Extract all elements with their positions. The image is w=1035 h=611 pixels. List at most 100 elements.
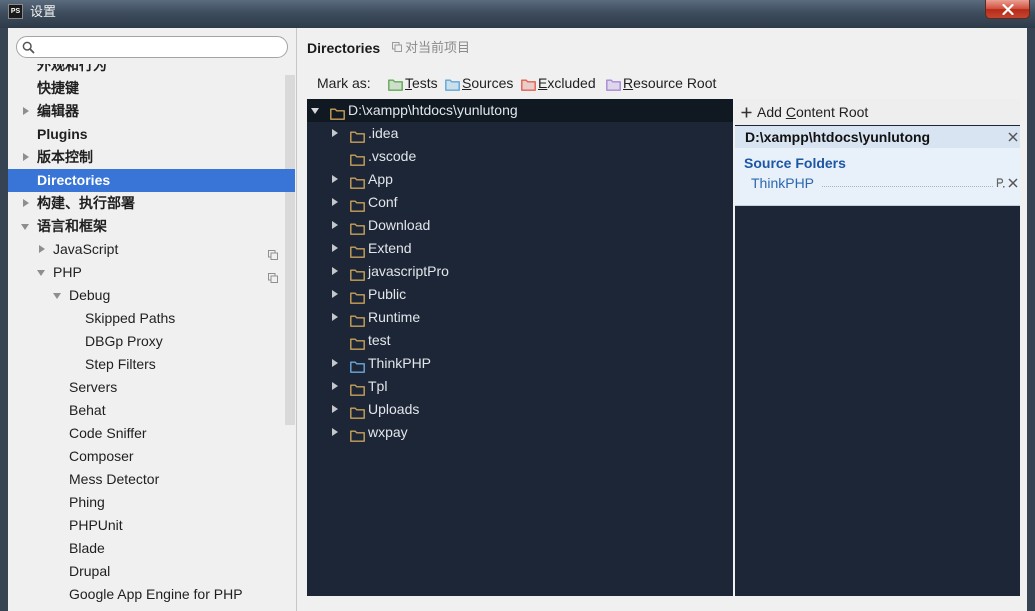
tree-node-label: Conf	[368, 194, 398, 210]
collapsed-arrow-icon[interactable]	[332, 428, 338, 436]
tree-node-thinkphp[interactable]: ThinkPHP	[307, 352, 733, 375]
edit-package-prefix-icon[interactable]	[996, 178, 1005, 188]
tree-node-app[interactable]: App	[307, 168, 733, 191]
collapsed-arrow-icon[interactable]	[332, 382, 338, 390]
sidebar-item-php[interactable]: PHP	[8, 261, 295, 284]
tree-node-tpl[interactable]: Tpl	[307, 375, 733, 398]
sidebar-item-phing[interactable]: Phing	[8, 491, 295, 514]
expanded-arrow-icon[interactable]	[53, 293, 61, 299]
tree-node-runtime[interactable]: Runtime	[307, 306, 733, 329]
sidebar-item-behat[interactable]: Behat	[8, 399, 295, 422]
sidebar-item-label: PHPUnit	[69, 517, 123, 533]
tree-node-extend[interactable]: Extend	[307, 237, 733, 260]
sidebar-item-skipped-paths[interactable]: Skipped Paths	[8, 307, 295, 330]
collapsed-arrow-icon[interactable]	[332, 405, 338, 413]
sidebar-item-blade[interactable]: Blade	[8, 537, 295, 560]
settings-search-box[interactable]	[16, 36, 288, 58]
window-close-button[interactable]	[985, 0, 1030, 19]
search-icon	[22, 41, 35, 54]
collapsed-arrow-icon[interactable]	[332, 313, 338, 321]
sidebar-item-item-4[interactable]: 版本控制	[8, 146, 295, 169]
sources-folder-icon	[445, 77, 460, 95]
remove-content-root-icon[interactable]	[1008, 132, 1018, 142]
page-title: Directories	[307, 40, 381, 56]
folder-icon	[330, 104, 345, 127]
sidebar-item-mess-detector[interactable]: Mess Detector	[8, 468, 295, 491]
collapsed-arrow-icon[interactable]	[332, 221, 338, 229]
source-folder-item[interactable]: ThinkPHP	[735, 174, 1020, 192]
project-scope-icon	[392, 42, 402, 52]
expanded-arrow-icon[interactable]	[311, 108, 319, 114]
folder-icon	[350, 196, 365, 219]
collapsed-arrow-icon[interactable]	[332, 175, 338, 183]
sidebar-item-item-6[interactable]: 构建、执行部署	[8, 192, 295, 215]
collapsed-arrow-icon[interactable]	[23, 199, 29, 207]
source-folder-leader-line	[822, 186, 993, 187]
sidebar-item-item-0[interactable]: 外观和行为	[8, 64, 295, 77]
sidebar-item-plugins[interactable]: Plugins	[8, 123, 295, 146]
tree-node-wxpay[interactable]: wxpay	[307, 421, 733, 444]
content-root-card[interactable]: D:\xampp\htdocs\yunlutong Source Folders…	[735, 126, 1020, 206]
collapsed-arrow-icon[interactable]	[332, 198, 338, 206]
tree-node-public[interactable]: Public	[307, 283, 733, 306]
tree-node-vscode[interactable]: .vscode	[307, 145, 733, 168]
tree-node-test[interactable]: test	[307, 329, 733, 352]
collapsed-arrow-icon[interactable]	[332, 129, 338, 137]
collapsed-arrow-icon[interactable]	[332, 290, 338, 298]
folder-icon	[350, 127, 365, 150]
tree-node-uploads[interactable]: Uploads	[307, 398, 733, 421]
sidebar-item-item-2[interactable]: 编辑器	[8, 100, 295, 123]
tree-node-label: Runtime	[368, 309, 421, 325]
expanded-arrow-icon[interactable]	[37, 270, 45, 276]
remove-source-folder-icon[interactable]	[1008, 178, 1018, 188]
sidebar-item-google-app-engine-for-php[interactable]: Google App Engine for PHP	[8, 583, 295, 606]
source-folder-name: ThinkPHP	[751, 175, 815, 191]
scope-note: 对当前项目	[405, 40, 471, 55]
tests-folder-icon	[388, 77, 403, 95]
sidebar-item-code-sniffer[interactable]: Code Sniffer	[8, 422, 295, 445]
content-root-header[interactable]: D:\xampp\htdocs\yunlutong	[735, 126, 1020, 148]
tree-node-idea[interactable]: .idea	[307, 122, 733, 145]
sidebar-item-dbgp-proxy[interactable]: DBGp Proxy	[8, 330, 295, 353]
collapsed-arrow-icon[interactable]	[332, 267, 338, 275]
expanded-arrow-icon[interactable]	[21, 224, 29, 230]
sidebar-item-composer[interactable]: Composer	[8, 445, 295, 468]
tree-root-node[interactable]: D:\xampp\htdocs\yunlutong	[307, 99, 733, 122]
sidebar-item-directories[interactable]: Directories	[8, 169, 295, 192]
folder-icon	[350, 334, 365, 357]
add-content-root-button[interactable]: Add Content Root	[735, 99, 1020, 125]
collapsed-arrow-icon[interactable]	[23, 153, 29, 161]
collapsed-arrow-icon[interactable]	[23, 107, 29, 115]
tree-node-label: App	[368, 171, 393, 187]
mark-as-excluded-label: Excluded	[538, 75, 596, 91]
tree-node-javascriptpro[interactable]: javascriptPro	[307, 260, 733, 283]
sidebar-item-label: 编辑器	[37, 103, 79, 119]
tree-node-label: Public	[368, 286, 407, 302]
sidebar-item-item-7[interactable]: 语言和框架	[8, 215, 295, 238]
sidebar-item-label: Phing	[69, 494, 105, 510]
folder-icon	[350, 265, 365, 288]
collapsed-arrow-icon[interactable]	[332, 244, 338, 252]
collapsed-arrow-icon[interactable]	[332, 359, 338, 367]
sidebar-item-label: 构建、执行部署	[37, 195, 135, 211]
sidebar-item-label: Servers	[69, 379, 118, 395]
settings-search-input[interactable]	[39, 39, 279, 55]
resource-root-folder-icon	[606, 77, 621, 95]
tree-node-conf[interactable]: Conf	[307, 191, 733, 214]
sidebar-item-drupal[interactable]: Drupal	[8, 560, 295, 583]
sidebar-item-step-filters[interactable]: Step Filters	[8, 353, 295, 376]
collapsed-arrow-icon[interactable]	[39, 245, 45, 253]
tree-node-download[interactable]: Download	[307, 214, 733, 237]
sidebar-item-item-1[interactable]: 快捷键	[8, 77, 295, 100]
window-title-bar: PS 设置	[0, 0, 1035, 28]
sidebar-item-label: 快捷键	[37, 80, 79, 96]
sidebar-item-debug[interactable]: Debug	[8, 284, 295, 307]
tree-node-label: D:\xampp\htdocs\yunlutong	[348, 102, 518, 118]
sidebar-item-servers[interactable]: Servers	[8, 376, 295, 399]
sidebar-scrollbar-thumb[interactable]	[285, 75, 295, 425]
sidebar-item-phpunit[interactable]: PHPUnit	[8, 514, 295, 537]
excluded-folder-icon	[521, 77, 536, 95]
sidebar-splitter[interactable]	[296, 28, 297, 611]
sidebar-item-javascript[interactable]: JavaScript	[8, 238, 295, 261]
